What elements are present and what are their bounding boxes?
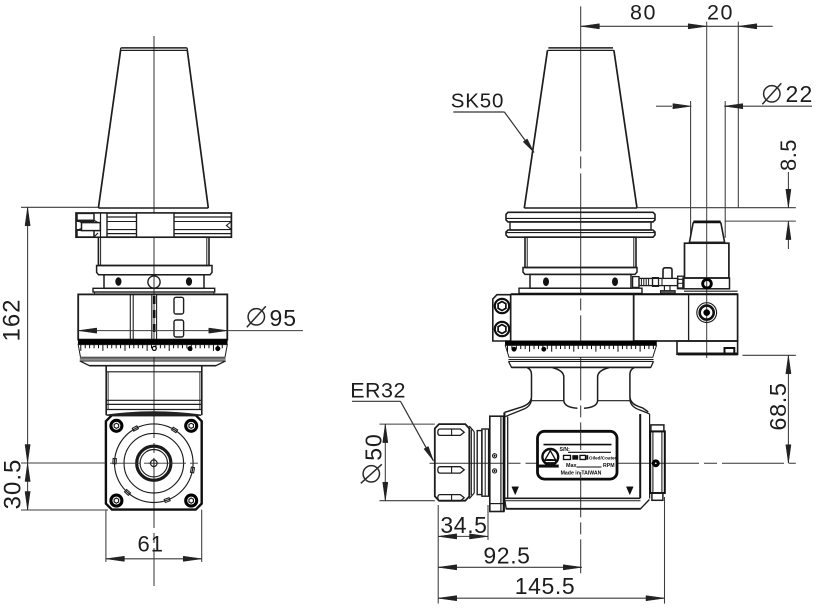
svg-text:SK50: SK50 <box>451 90 504 113</box>
svg-text:34.5: 34.5 <box>440 512 487 538</box>
svg-text:61: 61 <box>138 532 164 557</box>
svg-text:Max: Max <box>566 463 577 469</box>
svg-text:68.5: 68.5 <box>765 382 791 430</box>
svg-text:ER32: ER32 <box>350 379 406 403</box>
svg-text:80: 80 <box>630 1 657 25</box>
svg-text:Oiled/Coated: Oiled/Coated <box>589 455 618 460</box>
svg-text:8.5: 8.5 <box>776 139 801 171</box>
svg-text:92.5: 92.5 <box>483 543 530 569</box>
svg-text:22: 22 <box>786 81 814 107</box>
svg-text:RPM: RPM <box>603 463 615 469</box>
svg-text:162: 162 <box>0 298 26 341</box>
svg-text:50: 50 <box>361 433 387 461</box>
svg-text:Made in TAIWAN: Made in TAIWAN <box>561 470 602 476</box>
svg-text:20: 20 <box>707 1 734 25</box>
svg-text:95: 95 <box>270 305 298 331</box>
svg-text:30.5: 30.5 <box>0 459 27 510</box>
svg-text:145.5: 145.5 <box>515 573 576 599</box>
svg-text:S/N:: S/N: <box>560 447 571 453</box>
